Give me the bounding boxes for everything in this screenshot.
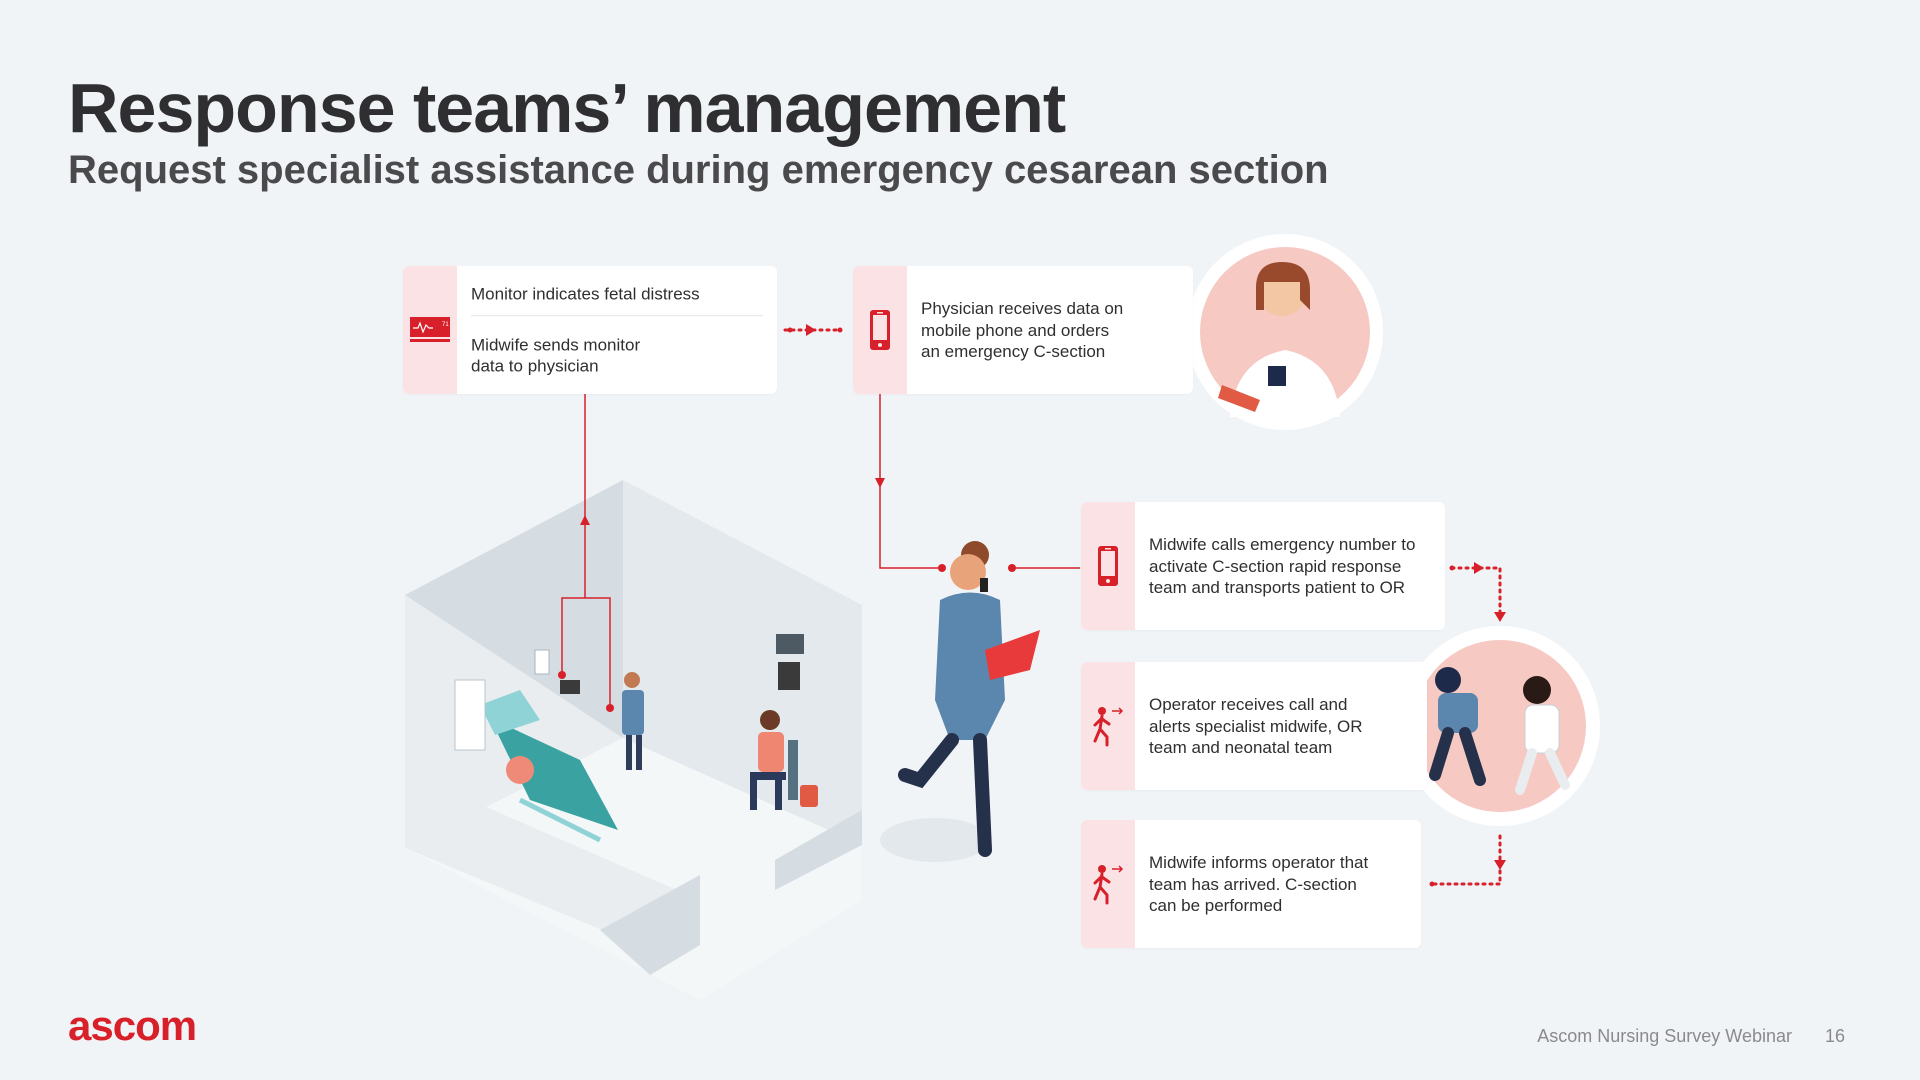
midwife-calling-illustration bbox=[880, 541, 1040, 862]
svg-text:71: 71 bbox=[442, 322, 449, 328]
step-3-text: Midwife calls emergency number to activa… bbox=[1149, 534, 1431, 599]
step-icon-strip bbox=[1081, 502, 1135, 630]
step-icon-strip bbox=[1081, 820, 1135, 948]
step-card-1: 71 Monitor indicates fetal distress Midw… bbox=[403, 266, 777, 394]
step-icon-strip: 71 bbox=[403, 266, 457, 394]
step-1-text-a: Monitor indicates fetal distress bbox=[471, 283, 763, 305]
step-card-3: Midwife calls emergency number to activa… bbox=[1081, 502, 1445, 630]
step-1-text-b: Midwife sends monitor data to physician bbox=[471, 334, 671, 377]
mobile-phone-icon bbox=[1098, 546, 1118, 586]
mobile-phone-icon bbox=[870, 310, 890, 350]
step-card-4: Operator receives call and alerts specia… bbox=[1081, 662, 1427, 790]
step-2-text: Physician receives data on mobile phone … bbox=[921, 298, 1131, 363]
physician-illustration bbox=[1187, 234, 1383, 430]
running-person-icon bbox=[1091, 705, 1125, 747]
hospital-room-illustration bbox=[405, 480, 862, 1000]
step-icon-strip bbox=[853, 266, 907, 394]
footer-event-label: Ascom Nursing Survey Webinar bbox=[1537, 1026, 1792, 1047]
step-icon-strip bbox=[1081, 662, 1135, 790]
step-4-text: Operator receives call and alerts specia… bbox=[1149, 694, 1369, 759]
step-card-2: Physician receives data on mobile phone … bbox=[853, 266, 1193, 394]
response-team-illustration bbox=[1400, 626, 1600, 826]
page-number: 16 bbox=[1825, 1026, 1845, 1047]
running-person-icon bbox=[1091, 863, 1125, 905]
step-card-5: Midwife informs operator that team has a… bbox=[1081, 820, 1421, 948]
monitor-icon: 71 bbox=[409, 316, 451, 344]
step-1-divider bbox=[471, 315, 763, 316]
ascom-logo: ascom bbox=[68, 1002, 196, 1050]
step-5-text: Midwife informs operator that team has a… bbox=[1149, 852, 1369, 917]
